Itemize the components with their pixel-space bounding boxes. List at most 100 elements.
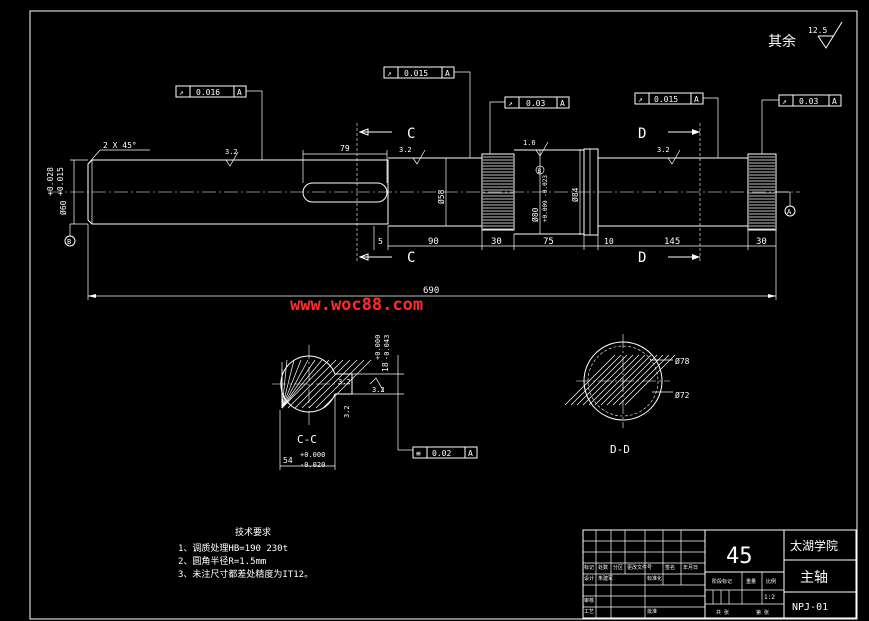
diam-84-dim: Ø84 — [570, 149, 581, 235]
hatch-line — [582, 354, 634, 406]
svg-text:签名: 签名 — [665, 564, 675, 571]
svg-text:3.2: 3.2 — [657, 146, 670, 154]
svg-text:B: B — [538, 168, 542, 175]
hatch-line — [308, 359, 358, 409]
hatch-line — [618, 354, 670, 406]
svg-text:↗: ↗ — [508, 99, 513, 108]
svg-text:C-C: C-C — [297, 433, 317, 446]
svg-text:0.015: 0.015 — [654, 95, 678, 104]
svg-text:阶段标记: 阶段标记 — [712, 578, 732, 585]
diam-58-dim: Ø58 — [436, 158, 447, 226]
svg-text:Ø60: Ø60 — [58, 200, 68, 215]
svg-text:审核: 审核 — [584, 597, 594, 604]
svg-text:10: 10 — [604, 237, 614, 246]
svg-text:分区: 分区 — [613, 564, 623, 571]
keyway-slot — [302, 182, 388, 203]
chamfer-callout: 2 X 45° — [87, 141, 150, 165]
part-name-text: 主轴 — [800, 570, 828, 586]
hatch-line — [594, 354, 646, 406]
svg-text:更改文件号: 更改文件号 — [627, 564, 652, 571]
hatch-line — [281, 359, 288, 409]
left-diameter-dim: Ø60 +0.028 +0.015 — [46, 159, 88, 225]
drawing-number-text: NPJ-01 — [792, 602, 828, 613]
svg-text:0.016: 0.016 — [196, 88, 220, 97]
svg-text:+0.000: +0.000 — [374, 335, 382, 360]
hatch-line — [281, 359, 302, 409]
section-c-label-top: C — [407, 126, 415, 142]
svg-text:批准: 批准 — [647, 608, 657, 615]
length-dims: 5 90 30 75 10 145 30 — [373, 226, 777, 300]
svg-text:-0.020: -0.020 — [300, 461, 325, 469]
svg-text:1.6: 1.6 — [523, 139, 536, 147]
section-d-label-top: D — [638, 126, 646, 142]
roughness-right: 3.2 — [656, 146, 681, 165]
tolerance-frame-4: ↗ 0.015 A — [634, 92, 719, 158]
knurl-hatching-2 — [749, 156, 775, 230]
svg-text:工艺: 工艺 — [584, 609, 594, 615]
watermark-text: www.woc88.com — [290, 295, 423, 315]
svg-text:A: A — [787, 208, 792, 216]
hatch-line — [322, 359, 372, 409]
keyway-length-dim: 79 — [302, 144, 388, 183]
hatch-line — [281, 359, 330, 409]
hatch-line — [600, 354, 652, 406]
svg-text:3.2: 3.2 — [372, 386, 385, 394]
hatch-line — [570, 354, 622, 406]
svg-text:30: 30 — [756, 237, 767, 247]
svg-text:0.015: 0.015 — [404, 69, 428, 78]
tolerance-frame-6: ≡ 0.02 A — [412, 446, 478, 459]
hatch-line — [294, 359, 344, 409]
svg-text:+0.015: +0.015 — [56, 167, 65, 196]
svg-text:↗: ↗ — [387, 69, 392, 78]
tech-requirements: 技术要求 1、调质处理HB=190 230t 2、圆角半径R=1.5mm 3、未… — [178, 526, 313, 580]
svg-text:A: A — [445, 69, 450, 78]
svg-text:2 X 45°: 2 X 45° — [103, 141, 137, 150]
svg-text:30: 30 — [491, 237, 502, 247]
hatch-line — [576, 354, 628, 406]
svg-text:-0.043: -0.043 — [383, 335, 391, 360]
svg-text:Ø78: Ø78 — [675, 356, 690, 366]
hatch-line — [315, 359, 365, 409]
svg-text:朱建军: 朱建军 — [598, 575, 613, 582]
roughness-note-text: 其余 — [768, 33, 796, 50]
svg-text:+0.028: +0.028 — [46, 167, 55, 196]
tolerance-frame-3: ↗ 0.03 A — [489, 96, 570, 154]
svg-text:A: A — [237, 88, 242, 97]
svg-text:0.02: 0.02 — [432, 449, 451, 458]
svg-text:B: B — [67, 238, 71, 246]
svg-text:Ø72: Ø72 — [675, 390, 690, 400]
svg-text:Ø80: Ø80 — [530, 207, 540, 222]
svg-text:Ø58: Ø58 — [436, 189, 446, 204]
general-roughness-note: 其余 12.5 — [768, 21, 843, 50]
hatch-line — [612, 354, 664, 406]
tolerance-frame-1: ↗ 0.016 A — [175, 85, 263, 160]
svg-text:5: 5 — [378, 237, 383, 246]
school-text: 太湖学院 — [790, 538, 838, 553]
section-cc-view: 18 +0.000 -0.043 3.2 3.2 3.2 C-C 54 +0.0… — [272, 335, 413, 470]
svg-text:1:2: 1:2 — [764, 594, 775, 601]
svg-text:+0.000: +0.000 — [300, 451, 325, 459]
section-dd-view: Ø78 Ø72 D-D — [564, 334, 690, 456]
svg-text:79: 79 — [340, 144, 350, 153]
roughness-mid: 3.2 — [398, 146, 426, 165]
section-d-label-bottom: D — [638, 250, 646, 266]
svg-text:75: 75 — [543, 237, 554, 247]
svg-text:145: 145 — [664, 237, 680, 247]
svg-text:A: A — [560, 99, 565, 108]
svg-text:A: A — [832, 97, 837, 106]
datum-b-marker: B — [64, 224, 76, 247]
svg-text:690: 690 — [423, 286, 439, 296]
tolerance-frame-2: ↗ 0.015 A — [383, 66, 471, 158]
svg-text:3.2: 3.2 — [343, 405, 351, 418]
svg-text:3.2: 3.2 — [399, 146, 412, 154]
material-text: 45 — [726, 544, 753, 569]
title-block: 标记 处数 分区 更改文件号 签名 年月日 设计 朱建军 标准化 审核 工艺 批… — [582, 529, 857, 619]
hatch-line — [281, 359, 309, 409]
svg-text:0.03: 0.03 — [799, 97, 818, 106]
svg-text:3、未注尺寸都差处精度为IT12。: 3、未注尺寸都差处精度为IT12。 — [178, 568, 313, 580]
svg-text:Ø84: Ø84 — [570, 187, 580, 202]
svg-text:↗: ↗ — [638, 95, 643, 104]
roughness-left: 3.2 — [225, 148, 246, 167]
svg-text:1、调质处理HB=190 230t: 1、调质处理HB=190 230t — [178, 542, 288, 554]
svg-text:+0.009 -0.023: +0.009 -0.023 — [542, 175, 549, 222]
